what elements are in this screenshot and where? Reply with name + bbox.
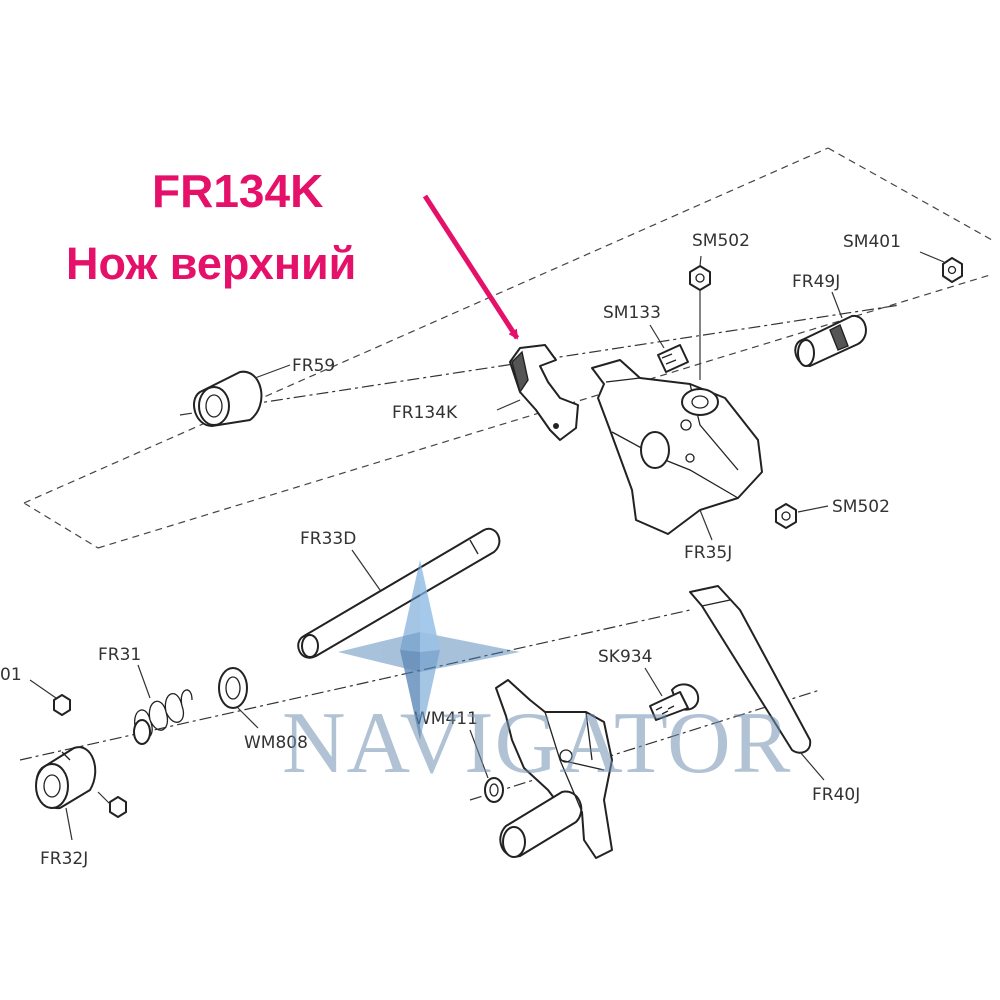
label-fr35j: FR35J [684, 543, 732, 563]
callout-part-code: FR134K [152, 165, 324, 217]
label-sm133: SM133 [603, 303, 661, 323]
label-fr49j: FR49J [792, 272, 840, 292]
watermark-compass-star-icon [338, 560, 520, 740]
label-sm401: SM401 [843, 232, 901, 252]
label-fr33d: FR33D [300, 529, 356, 549]
part-fr40j-blade [689, 585, 812, 754]
part-collar-set-screw-top [53, 694, 71, 716]
part-lower-drive-bracket [495, 679, 613, 859]
part-fr33d-shaft [297, 527, 501, 659]
label-fr134k: FR134K [392, 403, 458, 423]
label-wm808: WM808 [244, 733, 308, 753]
part-collar-set-screw-bottom [109, 796, 127, 818]
part-wm411-washer [484, 777, 504, 803]
label-sm502-right: SM502 [832, 497, 890, 517]
watermark-text: NAVIGATOR [282, 695, 791, 792]
label-fr32j: FR32J [40, 849, 88, 869]
part-sk934-screw [649, 683, 700, 721]
assembly-axis-upper [179, 304, 901, 416]
part-fr134k-upper-knife [509, 344, 579, 441]
label-sm502-top: SM502 [692, 231, 750, 251]
callout-arrow [422, 194, 520, 340]
label-cut-01: 01 [0, 665, 22, 685]
part-sm401-nut [942, 257, 963, 283]
assembly-axis-bottom [469, 689, 821, 801]
part-fr31-spring [133, 689, 193, 745]
callout-part-name: Нож верхний [66, 238, 357, 289]
label-fr31: FR31 [98, 645, 141, 665]
part-sm502-nut-top [689, 265, 711, 291]
part-sm133-screw [657, 344, 689, 373]
part-fr59-bushing [193, 370, 263, 427]
part-wm808-washer [218, 667, 248, 709]
part-fr35j-bracket [591, 359, 763, 535]
part-sm502-nut-right [775, 503, 797, 529]
label-fr59: FR59 [292, 356, 335, 376]
part-fr49j-pin [794, 314, 867, 367]
label-fr40j: FR40J [812, 785, 860, 805]
label-sk934: SK934 [598, 647, 652, 667]
label-wm411: WM411 [414, 709, 478, 729]
part-fr32j-collar [35, 746, 97, 810]
